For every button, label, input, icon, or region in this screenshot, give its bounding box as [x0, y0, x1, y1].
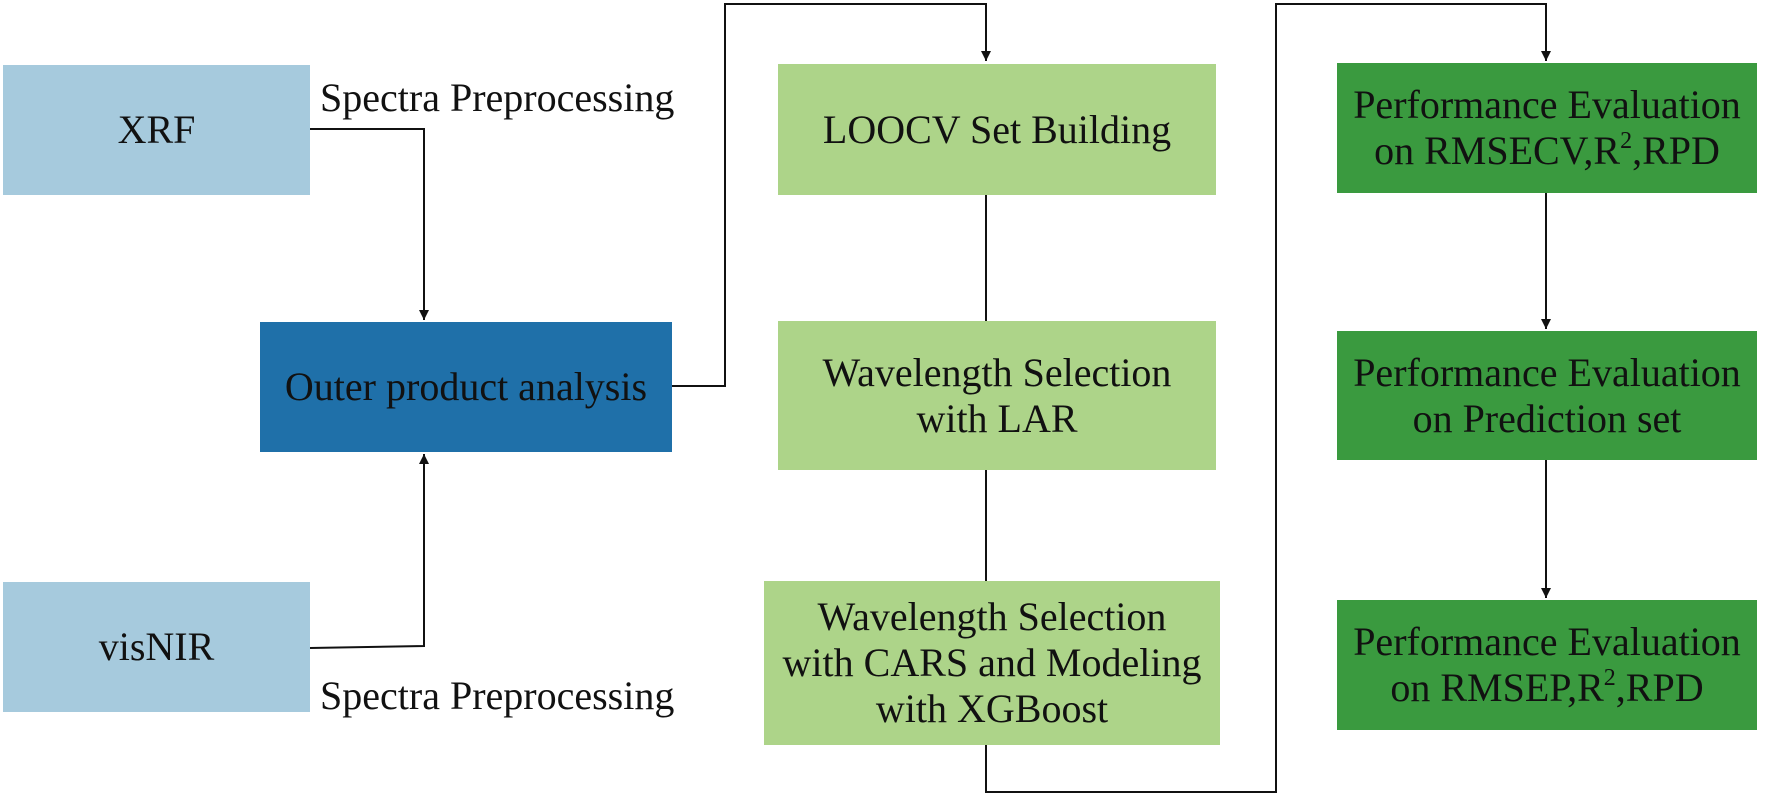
xrf-to-opa-arrow — [310, 128, 429, 320]
outer-product-analysis-box: Outer product analysis — [260, 322, 672, 452]
eval-ep-line2: on RMSEP,R2,RPD — [1390, 665, 1703, 711]
eval-ep-line2-prefix: on RMSEP,R — [1390, 665, 1604, 710]
opa-to-loocv-arrow — [672, 3, 991, 387]
loocv-label: LOOCV Set Building — [822, 106, 1172, 152]
performance-evaluation-rmsep-box: Performance Evaluation on RMSEP,R2,RPD — [1337, 600, 1757, 730]
loocv-set-building-box: LOOCV Set Building — [778, 64, 1216, 195]
xrf-box: XRF — [3, 65, 310, 195]
cars-label-line2: with CARS and Modeling — [782, 640, 1202, 685]
performance-evaluation-rmsecv-box: Performance Evaluation on RMSECV,R2,RPD — [1337, 63, 1757, 193]
outer-product-analysis-label: Outer product analysis — [284, 364, 648, 409]
cars-to-evaluation-arrow — [985, 3, 1551, 793]
spectra-preprocessing-label-bottom: Spectra Preprocessing — [320, 673, 675, 718]
eval-ep-line2-suffix: ,RPD — [1615, 665, 1704, 710]
cars-label-line3: with XGBoost — [875, 686, 1109, 731]
cars-label-line1: Wavelength Selection — [817, 594, 1167, 639]
lar-label-line1: Wavelength Selection — [822, 349, 1172, 395]
spectra-preprocessing-label-top: Spectra Preprocessing — [320, 75, 675, 120]
eval-cv-line2: on RMSECV,R2,RPD — [1374, 128, 1720, 174]
eval-cv-line2-sup: 2 — [1620, 128, 1633, 154]
eval-ep-line1: Performance Evaluation — [1353, 619, 1741, 664]
lar-label-line2: with LAR — [916, 395, 1078, 441]
visnir-box: visNIR — [3, 582, 310, 712]
visnir-label: visNIR — [98, 624, 215, 669]
visnir-to-opa-arrow — [309, 454, 429, 649]
xrf-label: XRF — [117, 107, 196, 152]
eval-ep-line2-sup: 2 — [1603, 665, 1616, 691]
wavelength-selection-lar-box: Wavelength Selection with LAR — [778, 321, 1216, 470]
performance-evaluation-prediction-box: Performance Evaluation on Prediction set — [1337, 331, 1757, 460]
eval-cv-line1: Performance Evaluation — [1353, 82, 1741, 127]
wavelength-selection-cars-xgboost-box: Wavelength Selection with CARS and Model… — [764, 581, 1220, 745]
eval-pred-line2: on Prediction set — [1412, 395, 1682, 441]
eval-cv-line2-prefix: on RMSECV,R — [1374, 128, 1621, 173]
eval-cv-line2-suffix: ,RPD — [1632, 128, 1720, 173]
eval-pred-line1: Performance Evaluation — [1353, 349, 1741, 395]
